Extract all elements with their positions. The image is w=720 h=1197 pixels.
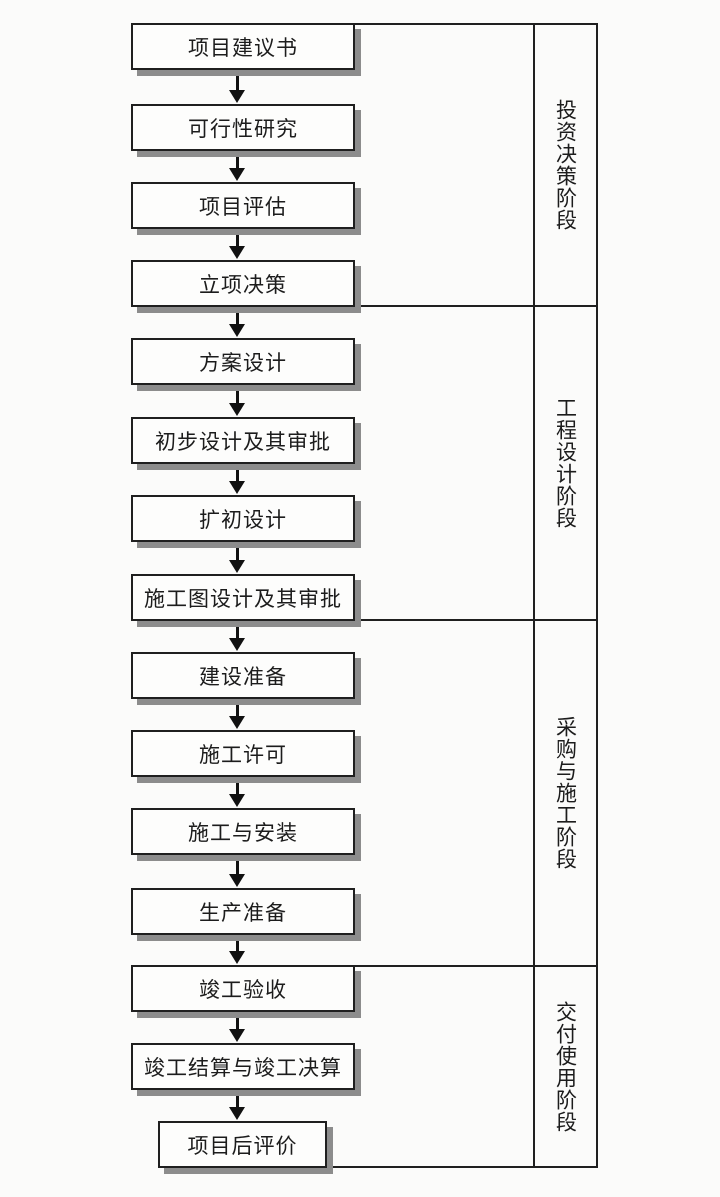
arrow-shaft xyxy=(236,856,239,877)
flow-box-scheme-design: 方案设计 xyxy=(131,338,355,385)
flow-box-feasibility-study: 可行性研究 xyxy=(131,104,355,151)
phase-label-text: 投资决策阶段 xyxy=(553,99,578,231)
flow-box-approval-decision: 立项决策 xyxy=(131,260,355,307)
arrow-down-icon xyxy=(229,465,246,494)
arrow-shaft xyxy=(236,1091,239,1110)
arrow-down-icon xyxy=(229,230,246,259)
arrow-down-icon xyxy=(229,856,246,887)
arrow-down-icon xyxy=(229,936,246,964)
flow-box-post-project-evaluation: 项目后评价 xyxy=(158,1121,327,1168)
phase-label-text: 工程设计阶段 xyxy=(553,397,578,529)
phase-label-delivery-use: 交付使用阶段 xyxy=(535,967,596,1166)
arrow-head xyxy=(229,324,245,337)
arrow-down-icon xyxy=(229,1091,246,1120)
flow-box-production-preparation: 生产准备 xyxy=(131,888,355,935)
flow-box-expanded-preliminary-design: 扩初设计 xyxy=(131,495,355,542)
flow-box-construction-permit: 施工许可 xyxy=(131,730,355,777)
flow-box-project-evaluation: 项目评估 xyxy=(131,182,355,229)
arrow-shaft xyxy=(236,152,239,171)
flow-box-construction-preparation: 建设准备 xyxy=(131,652,355,699)
flow-box-completion-settlement: 竣工结算与竣工决算 xyxy=(131,1043,355,1090)
phase-divider-1 xyxy=(353,305,598,307)
arrow-down-icon xyxy=(229,71,246,103)
flow-box-completion-acceptance: 竣工验收 xyxy=(131,965,355,1012)
arrow-head xyxy=(229,168,245,181)
arrow-shaft xyxy=(236,1013,239,1032)
arrow-down-icon xyxy=(229,778,246,807)
phase-label-text: 交付使用阶段 xyxy=(553,1000,578,1133)
table-top-border xyxy=(131,23,598,25)
arrow-head xyxy=(229,90,245,103)
arrow-head xyxy=(229,403,245,416)
arrow-down-icon xyxy=(229,308,246,337)
arrow-shaft xyxy=(236,700,239,719)
arrow-head xyxy=(229,246,245,259)
phase-divider-2 xyxy=(353,619,598,621)
table-bottom-border xyxy=(325,1166,598,1168)
phase-label-procurement-construction: 采购与施工阶段 xyxy=(535,621,596,965)
arrow-shaft xyxy=(236,622,239,641)
phase-column-left-border xyxy=(533,23,535,1168)
arrow-head xyxy=(229,951,245,964)
flow-box-construction-installation: 施工与安装 xyxy=(131,808,355,855)
arrow-head xyxy=(229,638,245,651)
arrow-head xyxy=(229,794,245,807)
arrow-shaft xyxy=(236,936,239,954)
phase-label-text: 采购与施工阶段 xyxy=(553,716,578,870)
arrow-down-icon xyxy=(229,543,246,573)
arrow-shaft xyxy=(236,71,239,93)
arrow-shaft xyxy=(236,543,239,563)
arrow-down-icon xyxy=(229,1013,246,1042)
phase-label-engineering-design: 工程设计阶段 xyxy=(535,307,596,619)
arrow-shaft xyxy=(236,230,239,249)
arrow-shaft xyxy=(236,386,239,406)
phase-divider-3 xyxy=(353,965,598,967)
flow-box-project-proposal: 项目建议书 xyxy=(131,23,355,70)
arrow-head xyxy=(229,1107,245,1120)
arrow-head xyxy=(229,560,245,573)
phase-label-investment-decision: 投资决策阶段 xyxy=(535,25,596,305)
arrow-shaft xyxy=(236,778,239,797)
arrow-head xyxy=(229,1029,245,1042)
arrow-down-icon xyxy=(229,152,246,181)
flow-box-preliminary-design-approval: 初步设计及其审批 xyxy=(131,417,355,464)
arrow-down-icon xyxy=(229,622,246,651)
arrow-head xyxy=(229,481,245,494)
arrow-down-icon xyxy=(229,700,246,729)
phase-column-right-border xyxy=(596,23,598,1168)
arrow-head xyxy=(229,716,245,729)
arrow-down-icon xyxy=(229,386,246,416)
flow-box-construction-drawing-approval: 施工图设计及其审批 xyxy=(131,574,355,621)
arrow-shaft xyxy=(236,465,239,484)
arrow-head xyxy=(229,874,245,887)
arrow-shaft xyxy=(236,308,239,327)
